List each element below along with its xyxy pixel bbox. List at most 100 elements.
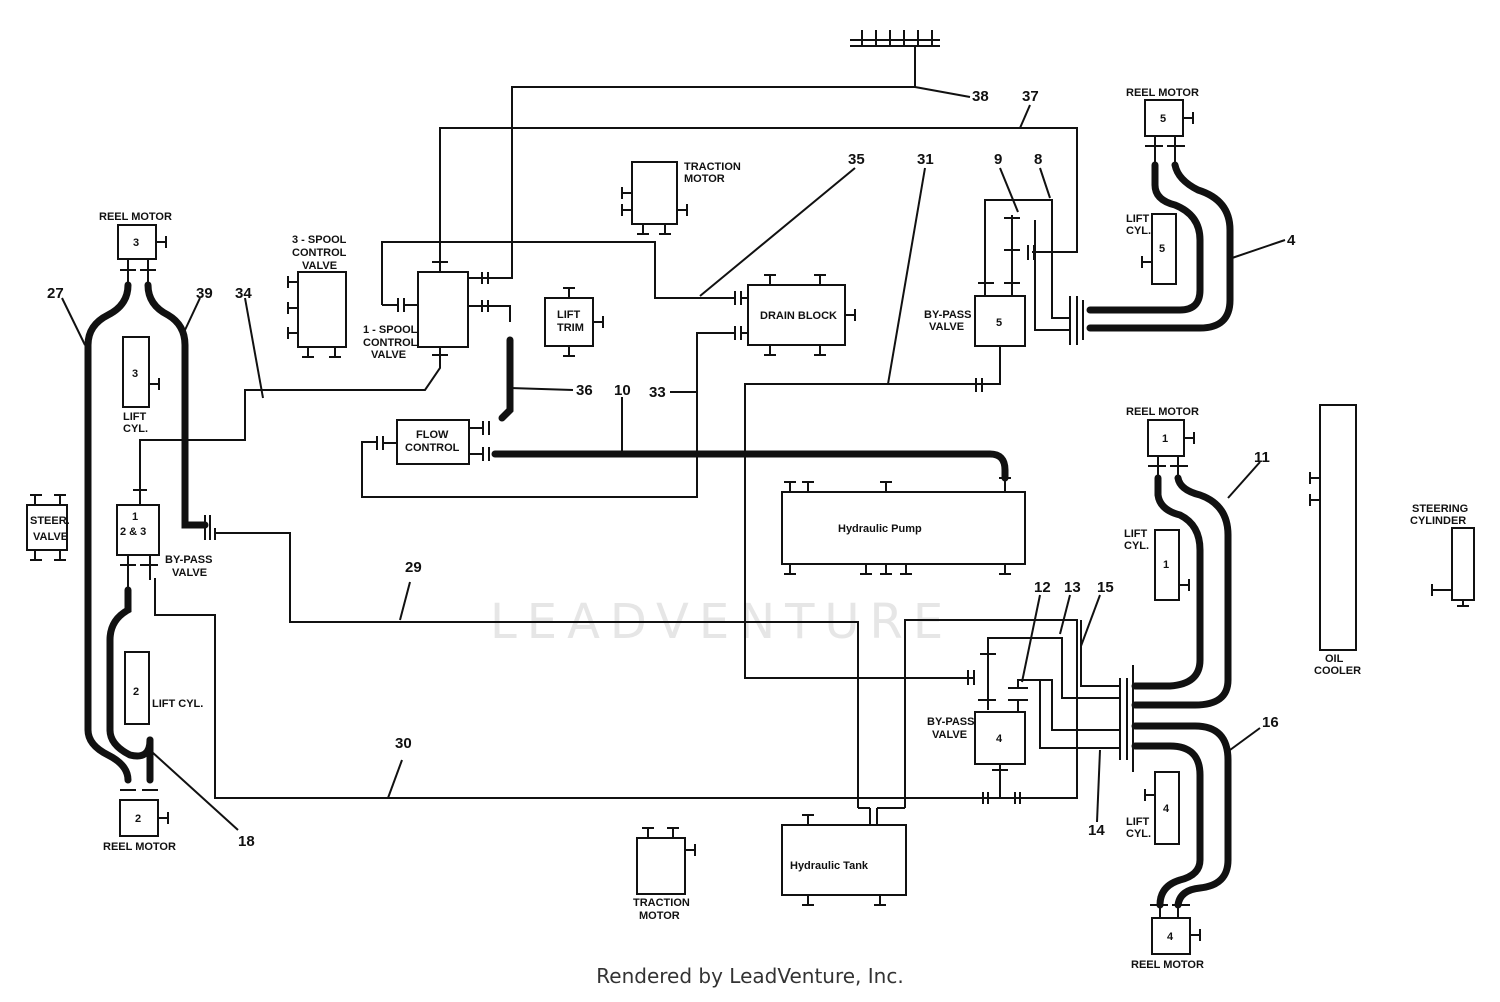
callout-39: 39: [196, 285, 213, 302]
one-spool-l1: 1 - SPOOL: [363, 324, 418, 336]
callout-4: 4: [1287, 232, 1296, 249]
bypass-valve-4: BY-PASS VALVE 4: [927, 653, 1134, 804]
oil-cooler-l1: OIL: [1325, 653, 1344, 665]
callout-33: 33: [649, 384, 666, 401]
callout-36: 36: [576, 382, 593, 399]
flow-control-l2: CONTROL: [405, 442, 460, 454]
hydraulic-lines: [139, 30, 1120, 808]
one-spool-l3: VALVE: [371, 349, 406, 361]
traction-motor-top: TRACTION MOTOR: [621, 161, 741, 235]
reel-motor-1-title: REEL MOTOR: [1126, 406, 1199, 418]
steering-cylinder-l2: CYLINDER: [1410, 515, 1466, 527]
callout-13: 13: [1064, 579, 1081, 596]
hydraulic-pump: Hydraulic Pump: [781, 477, 1026, 575]
reel-motor-5-id: 5: [1160, 113, 1166, 125]
lift-cylinder-1-l2: CYL.: [1124, 540, 1149, 552]
flow-control: FLOW CONTROL: [376, 419, 490, 465]
three-spool-l2: CONTROL: [292, 247, 347, 259]
reel-motor-3: REEL MOTOR 3: [99, 211, 172, 283]
lift-cylinder-3-id: 3: [132, 368, 138, 380]
steering-valve-l2: VALVE: [33, 531, 68, 543]
bypass-valve-4-id: 4: [996, 733, 1003, 745]
lift-cylinder-4-l2: CYL.: [1126, 828, 1151, 840]
reel-motor-1-id: 1: [1162, 433, 1168, 445]
steering-cylinder-l1: STEERING: [1412, 503, 1468, 515]
callout-34: 34: [235, 285, 252, 302]
bypass-valve-1-2-3-label1: BY-PASS: [165, 554, 212, 566]
traction-motor-top-l2: MOTOR: [684, 173, 725, 185]
reel-motor-5-title: REEL MOTOR: [1126, 87, 1199, 99]
callout-30: 30: [395, 735, 412, 752]
lift-cylinder-4-id: 4: [1163, 803, 1170, 815]
bypass-valve-1-2-3-label2: VALVE: [172, 567, 207, 579]
reel-motor-4-title: REEL MOTOR: [1131, 959, 1204, 971]
bypass-valve-4-l2: VALVE: [932, 729, 967, 741]
callout-numbers: 38 37 35 31 9 8 4 27 39 34 36 10 33 11 2…: [47, 88, 1296, 850]
callout-18: 18: [238, 833, 255, 850]
lift-cylinder-5-id: 5: [1159, 243, 1165, 255]
oil-cooler: OIL COOLER: [1309, 404, 1361, 677]
traction-motor-top-l1: TRACTION: [684, 161, 741, 173]
hydraulic-pump-label: Hydraulic Pump: [838, 523, 922, 535]
bypass-valve-5-id: 5: [996, 317, 1002, 329]
one-spool-l2: CONTROL: [363, 337, 418, 349]
callout-29: 29: [405, 559, 422, 576]
lift-cylinder-3-l2: CYL.: [123, 423, 148, 435]
oil-cooler-l2: COOLER: [1314, 665, 1361, 677]
three-spool-l3: VALVE: [302, 260, 337, 272]
hydraulic-tank-label: Hydraulic Tank: [790, 860, 869, 872]
traction-motor-bottom-l1: TRACTION: [633, 897, 690, 909]
steering-cylinder: STEERING CYLINDER: [1410, 503, 1475, 607]
lift-cylinder-5-l2: CYL.: [1126, 225, 1151, 237]
reel-motor-2: 2 REEL MOTOR: [103, 789, 176, 853]
lift-cylinder-1-l1: LIFT: [1124, 528, 1147, 540]
bypass-valve-1-2-3: 1 2 & 3 BY-PASS VALVE: [116, 489, 216, 590]
lift-cylinder-2-id: 2: [133, 686, 139, 698]
lift-trim-l1: LIFT: [557, 309, 580, 321]
reel-motor-1: REEL MOTOR 1: [1126, 406, 1199, 478]
lift-cylinder-5: LIFT CYL. 5: [1126, 213, 1177, 285]
callout-35: 35: [848, 151, 865, 168]
callout-9: 9: [994, 151, 1002, 168]
three-spool-control-valve: 3 - SPOOL CONTROL VALVE: [287, 234, 347, 358]
callout-8: 8: [1034, 151, 1042, 168]
lift-cylinder-2: 2 LIFT CYL.: [124, 651, 203, 725]
lift-cylinder-1-id: 1: [1163, 559, 1169, 571]
callout-leaders: [61, 86, 1286, 831]
lift-trim: LIFT TRIM: [544, 287, 604, 357]
footer-credit: Rendered by LeadVenture, Inc.: [596, 964, 904, 988]
flow-control-l1: FLOW: [416, 429, 449, 441]
lift-cylinder-4-l1: LIFT: [1126, 816, 1149, 828]
drain-block-label: DRAIN BLOCK: [760, 310, 837, 322]
lift-cylinder-2-label: LIFT CYL.: [152, 698, 203, 710]
steering-valve-l1: STEER.: [30, 515, 70, 527]
bypass-valve-5-l2: VALVE: [929, 321, 964, 333]
lift-trim-l2: TRIM: [557, 322, 584, 334]
reel-motor-3-title: REEL MOTOR: [99, 211, 172, 223]
hoses: [84, 161, 1234, 909]
callout-27: 27: [47, 285, 64, 302]
lift-cylinder-1: LIFT CYL. 1: [1124, 528, 1190, 601]
reel-motor-3-id: 3: [133, 237, 139, 249]
reel-motor-2-id: 2: [135, 813, 141, 825]
steering-valve: STEER. VALVE: [26, 494, 70, 561]
traction-motor-bottom: TRACTION MOTOR: [633, 827, 696, 922]
one-spool-control-valve: 1 - SPOOL CONTROL VALVE: [363, 261, 489, 361]
callout-15: 15: [1097, 579, 1114, 596]
bypass-valve-1-2-3-top: 1: [132, 511, 138, 523]
callout-37: 37: [1022, 88, 1039, 105]
callout-11: 11: [1254, 449, 1270, 466]
three-spool-l1: 3 - SPOOL: [292, 234, 347, 246]
bypass-valve-5: BY-PASS VALVE 5: [924, 217, 1084, 392]
bypass-valve-5-l1: BY-PASS: [924, 309, 971, 321]
bypass-valve-4-l1: BY-PASS: [927, 716, 974, 728]
drain-block: DRAIN BLOCK: [734, 274, 856, 356]
callout-14: 14: [1088, 822, 1105, 839]
callout-10: 10: [614, 382, 631, 399]
reel-motor-4: 4 REEL MOTOR: [1131, 904, 1204, 971]
callout-16: 16: [1262, 714, 1279, 731]
bypass-valve-1-2-3-mid: 2 & 3: [120, 526, 146, 538]
traction-motor-bottom-l2: MOTOR: [639, 910, 680, 922]
lift-cylinder-3: 3 LIFT CYL.: [122, 336, 160, 435]
